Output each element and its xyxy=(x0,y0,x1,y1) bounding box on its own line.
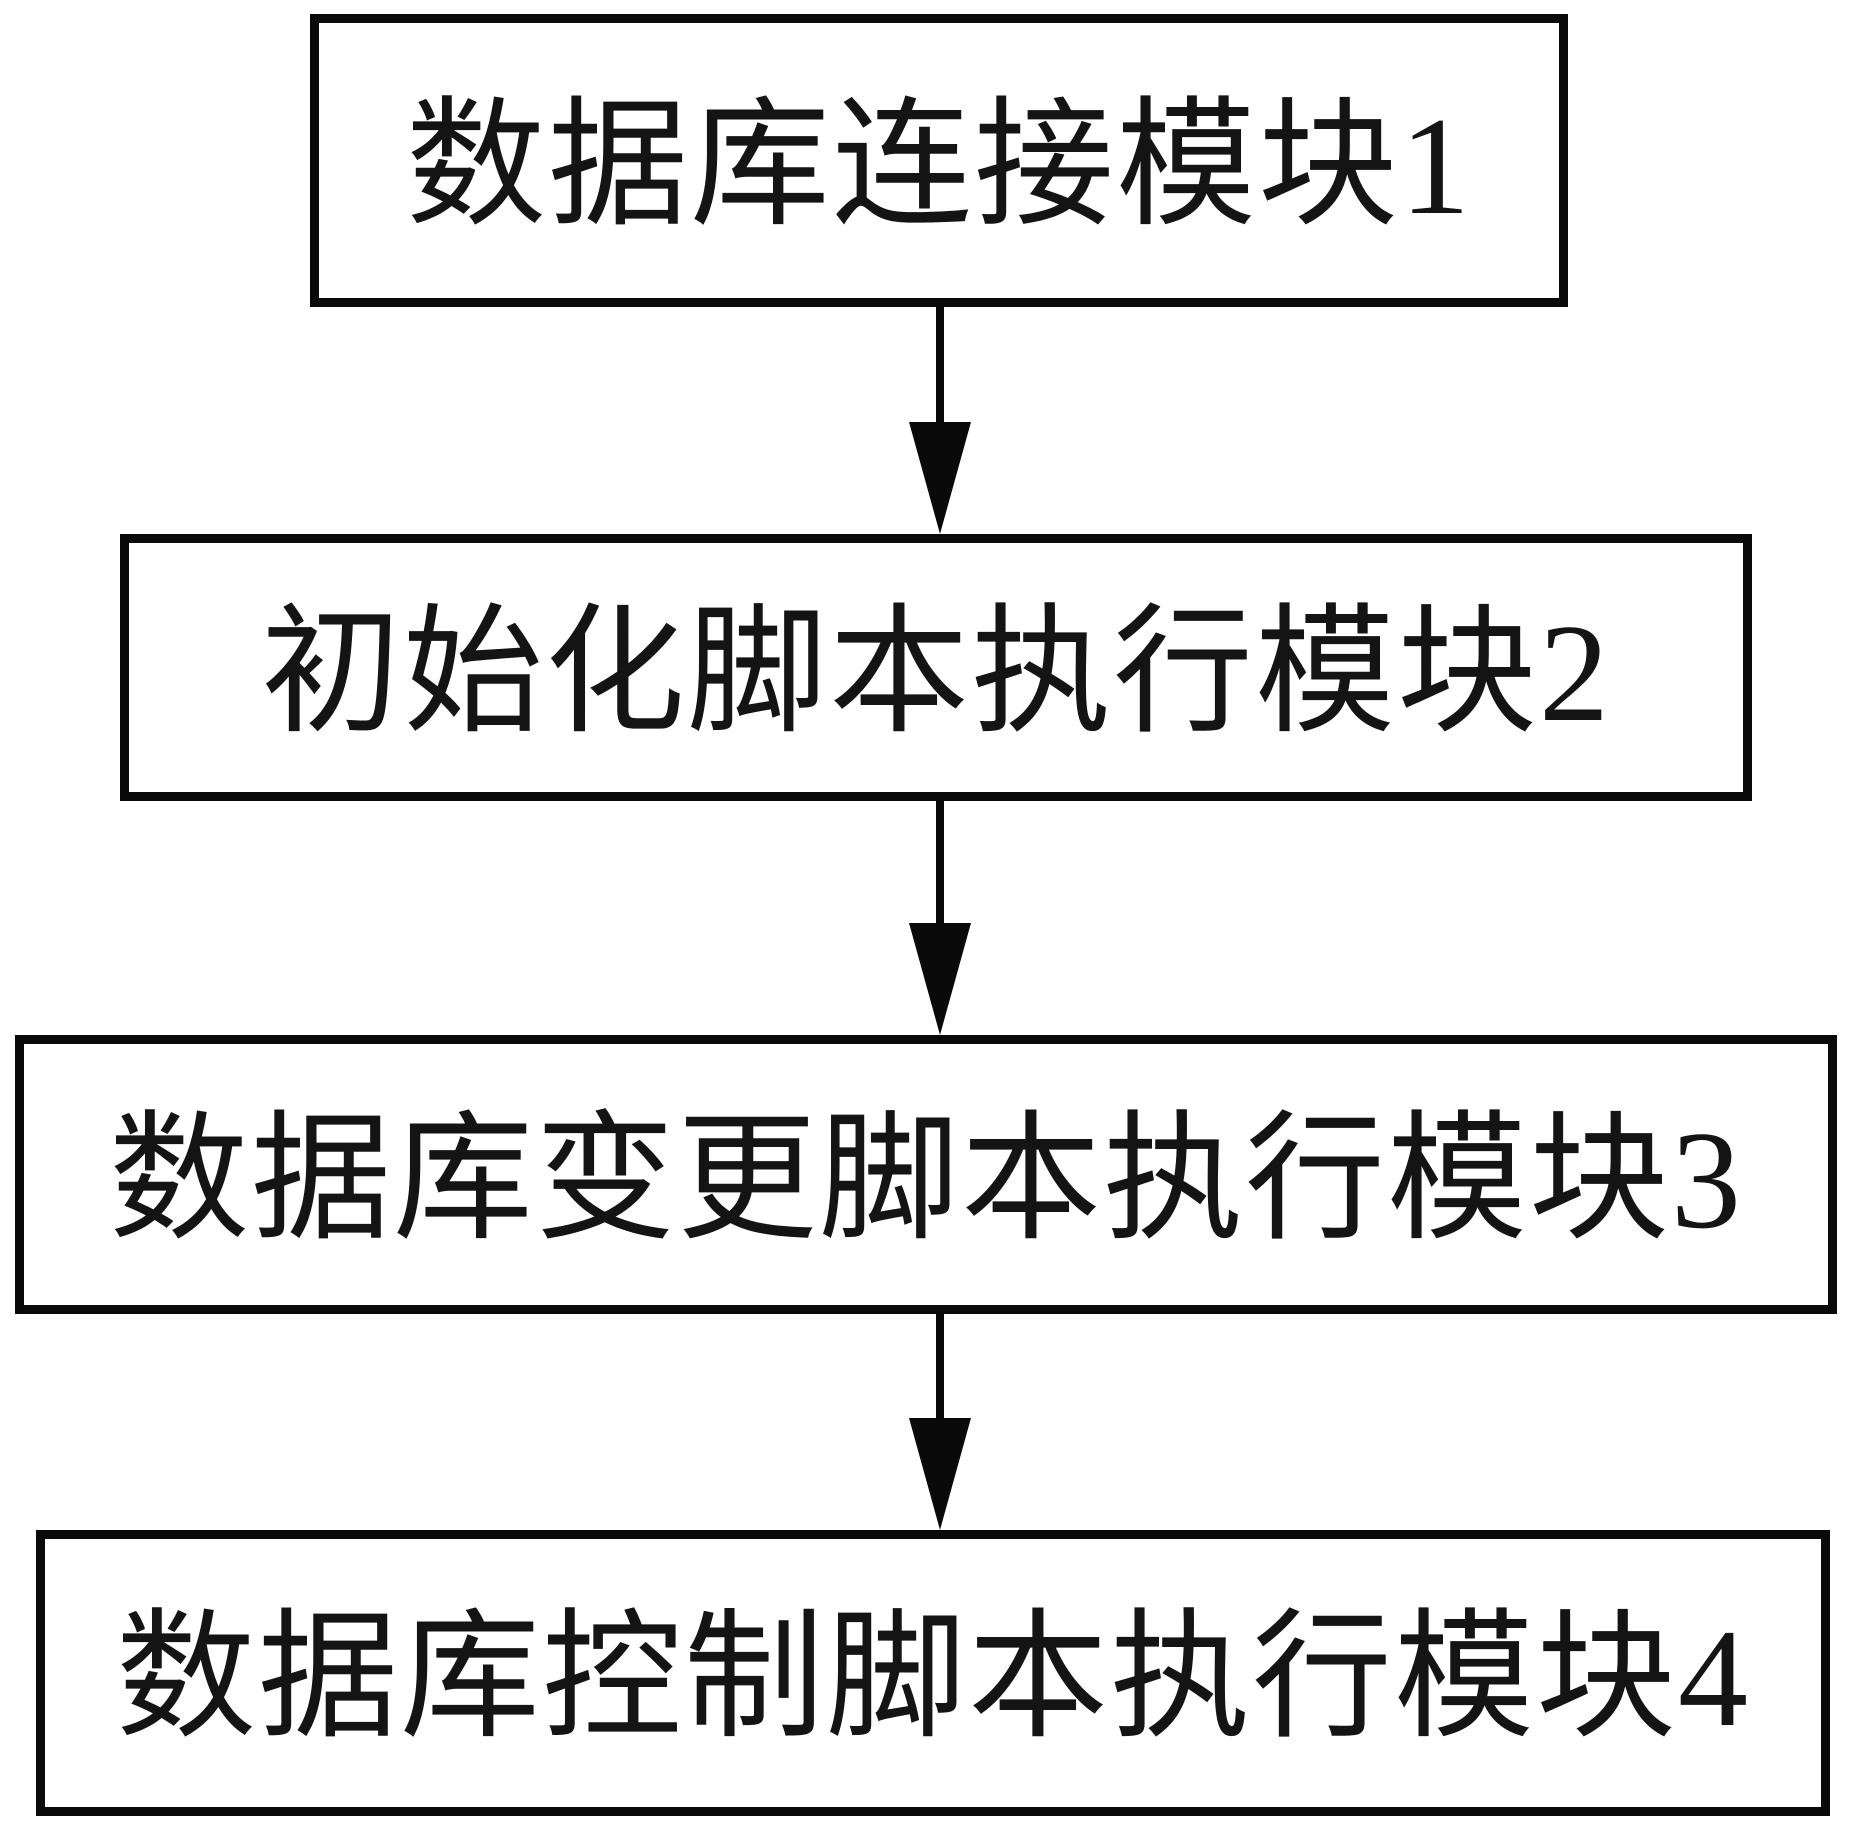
flowchart-node-db-change-script-execution-module: 数据库变更脚本执行模块3 xyxy=(15,1035,1837,1314)
connector-arrow-2 xyxy=(908,801,972,1035)
flowchart-node-database-connection-module: 数据库连接模块1 xyxy=(310,14,1568,307)
arrow-down-icon xyxy=(909,1418,971,1530)
arrow-stem xyxy=(936,801,944,923)
node-label: 初始化脚本执行模块2 xyxy=(260,595,1611,751)
arrow-stem xyxy=(936,1314,944,1418)
arrow-stem xyxy=(936,307,944,422)
connector-arrow-3 xyxy=(908,1314,972,1530)
flowchart-node-db-control-script-execution-module: 数据库控制脚本执行模块4 xyxy=(36,1530,1830,1816)
arrow-down-icon xyxy=(909,422,971,534)
node-label: 数据库连接模块1 xyxy=(405,88,1472,244)
flowchart-node-init-script-execution-module: 初始化脚本执行模块2 xyxy=(120,534,1752,801)
node-label: 数据库控制脚本执行模块4 xyxy=(115,1601,1750,1756)
node-label: 数据库变更脚本执行模块3 xyxy=(108,1102,1743,1258)
connector-arrow-1 xyxy=(908,307,972,534)
arrow-down-icon xyxy=(909,923,971,1035)
